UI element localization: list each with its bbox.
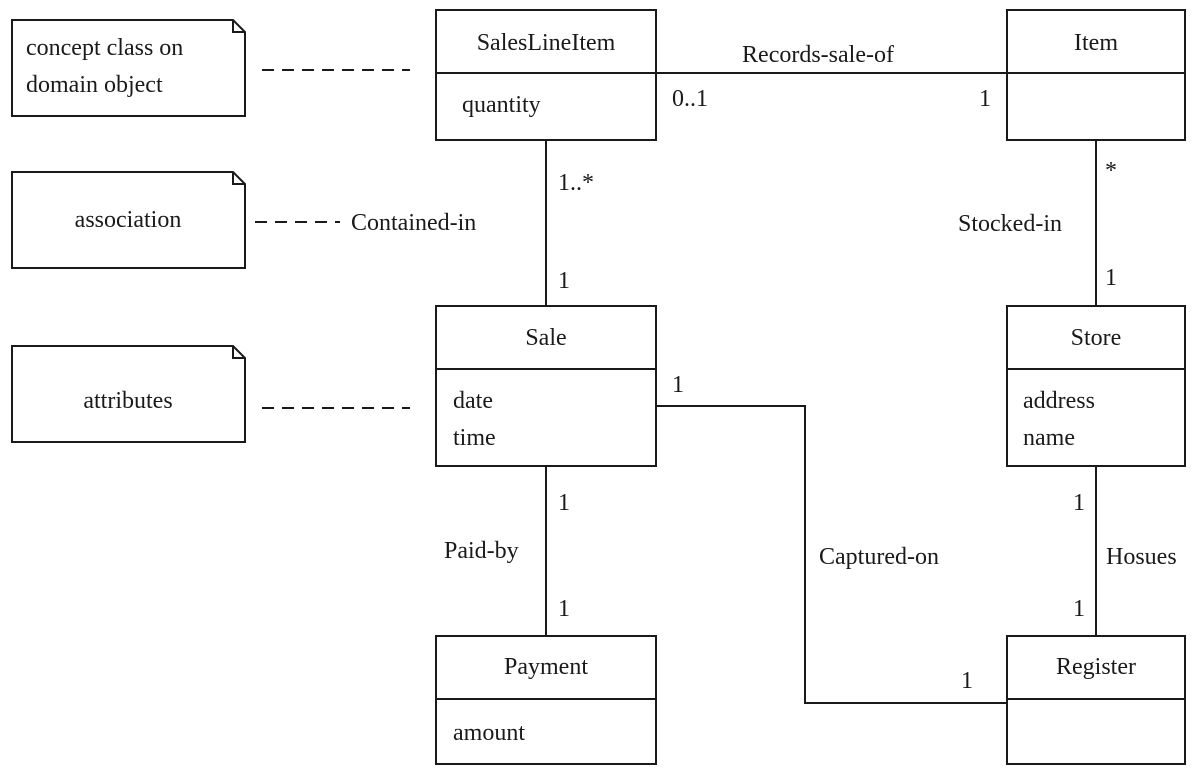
assoc-label-stocked-in: Stocked-in: [958, 211, 1062, 237]
assoc-label-hosues: Hosues: [1106, 544, 1177, 570]
mult-stocked-in-b: 1: [1105, 265, 1117, 291]
class-payment-name: Payment: [504, 654, 588, 680]
note-concept-class-line1: concept class on: [26, 35, 183, 61]
mult-paid-by-b: 1: [558, 596, 570, 622]
assoc-label-contained-in: Contained-in: [351, 210, 476, 236]
class-sale-attr-time: time: [453, 425, 496, 451]
mult-records-sale-of-b: 1: [979, 86, 991, 112]
mult-contained-in-a: 1..*: [558, 170, 594, 196]
class-store-attr-name: name: [1023, 425, 1075, 451]
class-register: Register: [1006, 635, 1186, 765]
class-store: Store address name: [1006, 305, 1186, 467]
note-concept-class: concept class on domain object: [11, 19, 246, 117]
mult-stocked-in-a: *: [1105, 158, 1117, 184]
class-item-name: Item: [1074, 30, 1118, 56]
note-attributes: attributes: [11, 345, 246, 443]
note-association-text: association: [75, 207, 182, 233]
mult-contained-in-b: 1: [558, 268, 570, 294]
assoc-line-captured-on: [656, 405, 1007, 704]
mult-captured-on-b: 1: [961, 668, 973, 694]
class-payment-attr: amount: [453, 720, 525, 746]
class-sales-line-item-name: SalesLineItem: [477, 30, 616, 56]
note-association: association: [11, 171, 246, 269]
note-concept-class-line2: domain object: [26, 72, 163, 98]
assoc-label-paid-by: Paid-by: [444, 538, 519, 564]
note-attributes-text: attributes: [83, 388, 172, 414]
class-sale: Sale date time: [435, 305, 657, 467]
assoc-label-captured-on: Captured-on: [819, 544, 939, 570]
mult-captured-on-a: 1: [672, 372, 684, 398]
class-sale-name: Sale: [525, 325, 566, 351]
class-sales-line-item: SalesLineItem quantity: [435, 9, 657, 141]
mult-records-sale-of-a: 0..1: [672, 86, 708, 112]
assoc-label-records-sale-of: Records-sale-of: [742, 42, 894, 68]
class-register-name: Register: [1056, 654, 1136, 680]
class-sale-attr-date: date: [453, 388, 493, 414]
mult-hosues-a: 1: [1073, 490, 1085, 516]
mult-paid-by-a: 1: [558, 490, 570, 516]
class-store-name: Store: [1071, 325, 1122, 351]
mult-hosues-b: 1: [1073, 596, 1085, 622]
class-item: Item: [1006, 9, 1186, 141]
class-payment: Payment amount: [435, 635, 657, 765]
class-sales-line-item-attr: quantity: [462, 92, 541, 118]
class-store-attr-address: address: [1023, 388, 1095, 414]
